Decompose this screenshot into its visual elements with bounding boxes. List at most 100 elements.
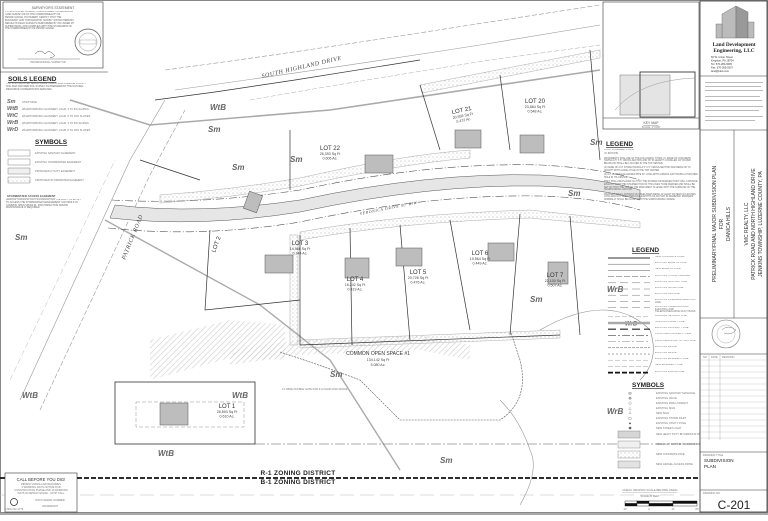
soil-description: WHARTONBURG CHANNERY LOAM, 8 TO 25% SLOP…: [22, 128, 90, 132]
line-type-label: PROPOSED PROPERTY LINE: [655, 333, 692, 336]
lot-acres: 0.548 Ac.: [528, 110, 543, 114]
legend-note: (3) A 2" ROUND GALVANIZED PIPE 30" LONG …: [604, 174, 698, 179]
company-logo: [715, 5, 755, 39]
lot-acres: 0.610 Ac.: [220, 415, 235, 419]
easement-swatch: [7, 149, 31, 157]
easement-label: PROPOSED UTILITY EASEMENT: [35, 169, 75, 173]
drawing-number-label: DRAWING NO.: [703, 491, 721, 495]
lot-acres: 0.507 Ac.: [548, 284, 563, 288]
light-pave-swatch: [617, 440, 641, 449]
line-type-label: EXISTING FENCE: [655, 345, 677, 348]
key-map: KEY MAP SCALE: 1"=600': [602, 1, 700, 130]
symbol-label: NEW HEAVY DUTY BITUMINOUS PAVE: [656, 432, 704, 436]
serial-number: 20192602276: [42, 504, 58, 508]
lot-acres: 0.449 Ac.: [473, 262, 488, 266]
lot-area: 26,593 Sq Ft: [217, 410, 238, 414]
soil-type-label: Sm: [590, 138, 602, 147]
lot-area: 20,556 Sq Ft: [452, 112, 473, 120]
legend-note: CONC. MONUMENT FOUND: [604, 149, 635, 151]
stormwater-note-body: JENKINS TOWNSHIP OR ITS ASSIGNS HAS THE …: [6, 199, 81, 210]
company-phone: Tel: 570-283-9605: [711, 62, 732, 66]
scale-units: SCALE IN FEET: [640, 494, 660, 498]
call-before-dig-title: CALL BEFORE YOU DIG!: [17, 477, 66, 482]
line-legend: LEGEND NEW CONCRETE CURB EXISTING EDGE OF…: [608, 247, 696, 374]
line-type-label: BUILDING SETBACK LINE: [655, 314, 687, 317]
utility-pole-icon: ●: [629, 421, 632, 426]
soil-type-label: WtB: [22, 391, 38, 400]
easement-swatch: [7, 176, 31, 184]
client-block: VMC REALTY, LLC PATRICK ROAD AND NORTH H…: [744, 168, 764, 280]
concrete-swatch: [617, 450, 641, 459]
line-type-label: EXISTING STORM CHANNEL: [655, 274, 691, 277]
line-type-label-box: PROPOSED PROPERTY LINE: [655, 333, 692, 336]
line-type-label-box: NEW CONCRETE CURB: [655, 256, 685, 258]
soil-type-label: Sm: [208, 125, 220, 134]
lot-label: LOT 520,726 Sq Ft0.476 Ac.: [408, 270, 429, 285]
line-type-label-box: EXISTING GAS LINE: [655, 293, 680, 296]
line-type-label: NEW CONCRETE CURB: [655, 256, 685, 258]
line-legend-items: NEW CONCRETE CURB EXISTING EDGE OF PAVE NE…: [608, 256, 696, 374]
lot-label: LOT 418,242 Sq Ft0.419 Ac.: [345, 277, 366, 292]
soil-symbol: WrB: [7, 120, 18, 126]
line-type-label: EXISTING GAS LINE: [655, 293, 680, 296]
soil-type-label: Sm: [232, 163, 244, 172]
project-title: PRELIMINARY/FINAL MAJOR SUBDIVISION PLAN: [712, 166, 718, 283]
line-type-label: NEW EDGE OF PAVE: [655, 268, 681, 271]
r1-zoning-label: R-1 ZONING DISTRICT: [260, 470, 335, 477]
lot-name: LOT 1: [219, 404, 236, 410]
lot-acres: 0.344 Ac.: [293, 252, 308, 256]
lot-name: LOT 3: [292, 241, 309, 247]
surveyor-seal: [74, 28, 102, 56]
scale-tick: 40: [672, 507, 675, 511]
call-line: PENNSYLVANIA LAW REQUIRES: [21, 482, 61, 486]
line-type-label-box: EXISTING EDGE OF PAVE: [655, 262, 687, 264]
soil-type-label: WtB: [158, 449, 174, 458]
soils-legend-title: SOILS LEGEND: [8, 76, 57, 83]
street-light-icon: ✱: [628, 426, 632, 431]
soils-legend-note: THE SOIL INDICATED BELOW WERE TAKEN FROM…: [6, 83, 86, 91]
lot-area: 14,988 Sq Ft: [290, 247, 311, 251]
symbol-legend-items: ◎EXISTING SANITARY MANHOLE⊗EXISTING VALV…: [617, 391, 704, 469]
line-type-label-box: EXISTING WATER LINE: [655, 287, 683, 289]
line-type-label-box: BUILDING SETBACK LINE: [655, 314, 687, 317]
symbol-label: NEW STREET LIGHT: [656, 426, 682, 430]
soil-type-label: Sm: [530, 295, 542, 304]
title-block: Land Development Engineering, LLC 60 W. …: [699, 0, 768, 513]
line-type-label: SOILS BOUNDARY LINE: [655, 321, 685, 323]
soil-type-label: Sm: [568, 189, 580, 198]
lot-area: 22,100 Sq Ft: [545, 279, 566, 283]
line-type-label: EXISTING SANITARY LINE: [655, 280, 687, 283]
open-space-acres: 3.080 Ac.: [371, 363, 386, 367]
company-email: land@ldeb.com: [711, 69, 729, 73]
line-legend-title: LEGEND: [632, 247, 659, 254]
client-location: PATRICK ROAD AND NORTH HIGHLAND DRIVE: [751, 168, 757, 280]
revision-rows: [700, 359, 767, 439]
company-address: Kingston, PA 18704: [711, 59, 734, 63]
storm-inlet-icon: ▭: [628, 416, 632, 421]
easement-swatch: [7, 158, 31, 166]
symbol-label: EXISTING UTILITY POLE: [656, 421, 686, 425]
soil-symbol: WrD: [7, 127, 18, 133]
lot-area: 20,726 Sq Ft: [408, 276, 429, 280]
soil-description: STRIP MINE: [22, 100, 37, 104]
soil-type-label: WtB: [232, 391, 248, 400]
lot-name: LOT 4: [347, 277, 364, 283]
surveyor-statement: SURVEYOR'S STATEMENT I, CHRISTOPHER MASE…: [2, 1, 104, 69]
symbol-legend: SYMBOLS ◎EXISTING SANITARY MANHOLE⊗EXIST…: [617, 382, 704, 469]
open-space-area: 134,142 Sq Ft: [367, 358, 390, 362]
engineer-notes-placeholder: [705, 82, 763, 121]
b1-zoning-label: B-1 ZONING DISTRICT: [260, 479, 335, 486]
lot-acres: 0.472 Ac.: [456, 117, 472, 124]
soil-type-label: Sm: [330, 370, 342, 379]
soil-type-label: WrB: [607, 407, 624, 416]
easement-label: EXISTING STORMWATER EASEMENT: [35, 160, 82, 164]
line-type-label-box: EXISTING UNDERGROUND ELECTRIC AND TELEPH…: [655, 306, 696, 313]
legend-note: (2) MADE OF CUT STONE HAVING A 5" X 5" C…: [604, 167, 691, 172]
call-before-you-dig-box: CALL BEFORE YOU DIG! PENNSYLVANIA LAW RE…: [4, 472, 78, 513]
lot-acres: 0.419 Ac.: [348, 288, 363, 292]
lot-label: LOT 314,988 Sq Ft0.344 Ac.: [290, 241, 311, 256]
revision-header: DATE: [711, 355, 718, 359]
